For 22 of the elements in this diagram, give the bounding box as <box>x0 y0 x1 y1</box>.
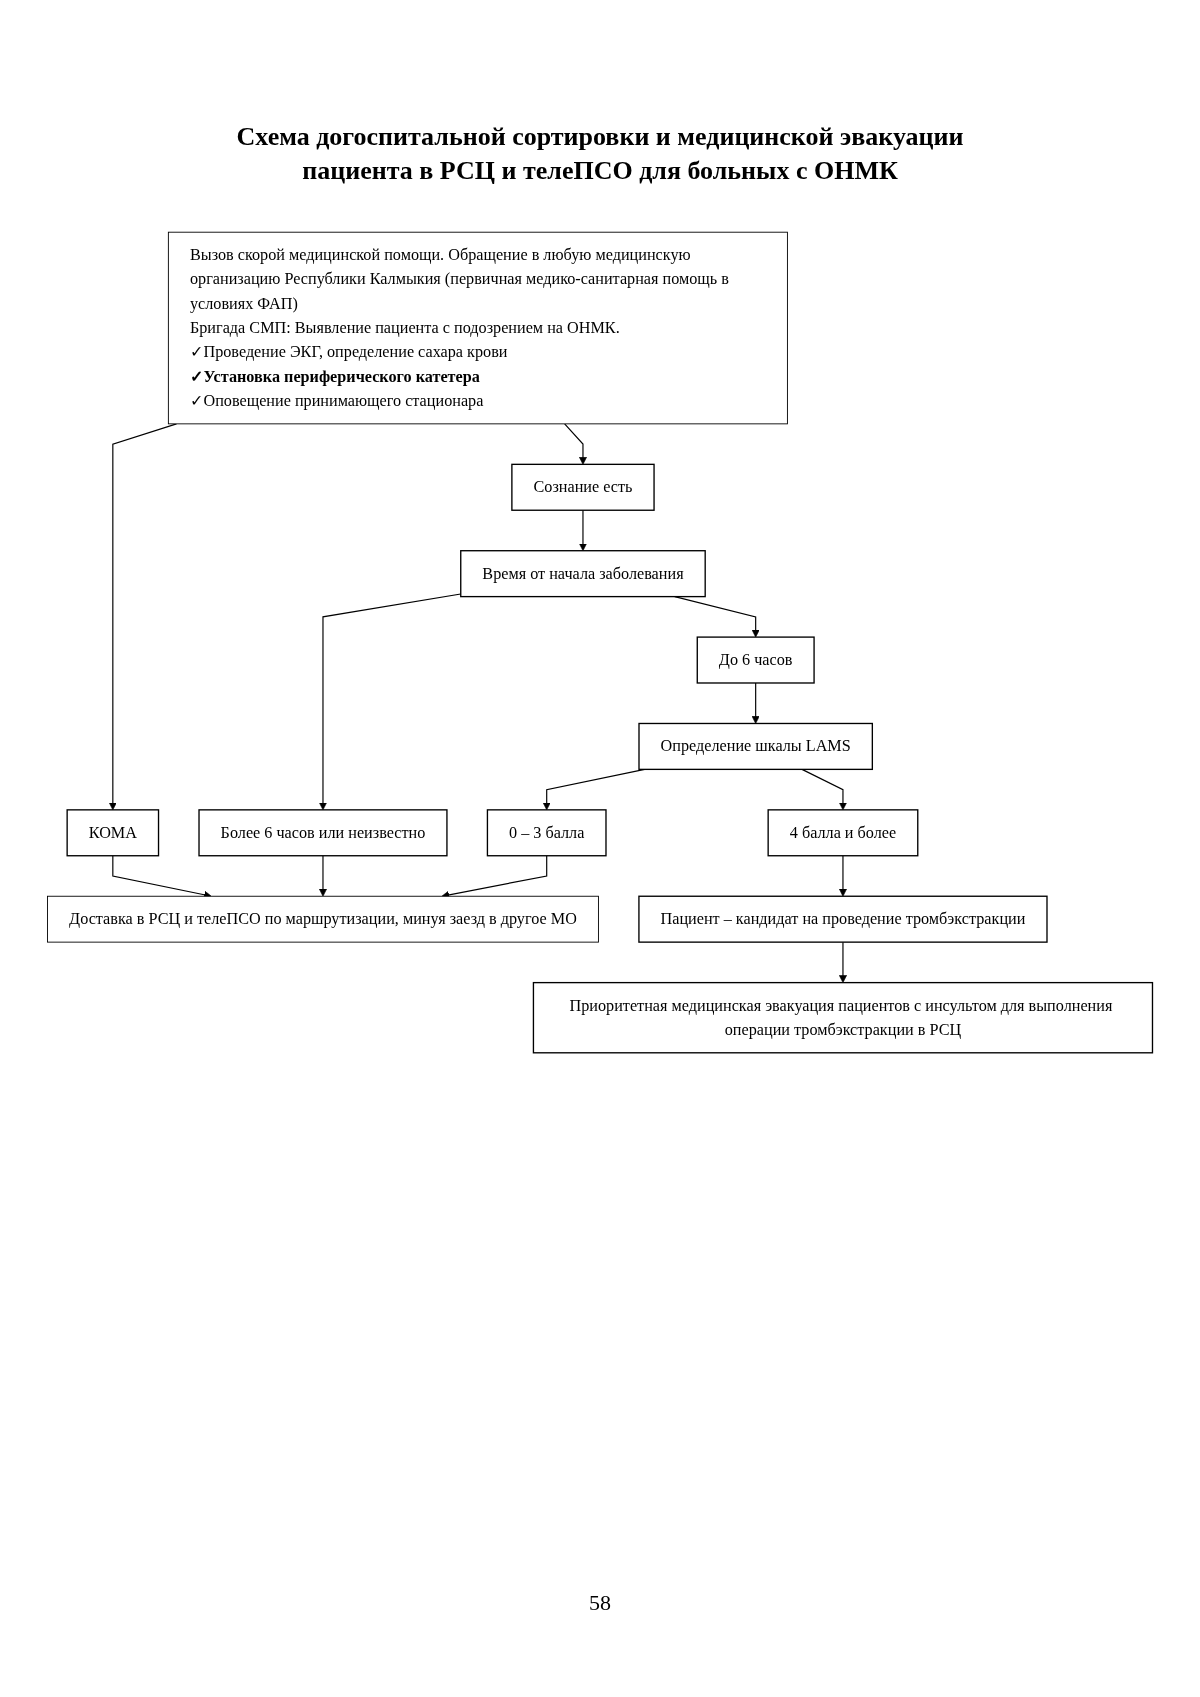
node-box: Вызов скорой медицинской помощи. Обращение в любую медицинскую организацию Республики Калмыкия (первичная медико-санитарная помощь в условиях ФАП) Бригада СМП: Выявление пациента с подозрением на ОНМК. ✓Проведение ЭКГ, определение сахара крови ✓Установка периферического катетера ✓Оповещение принимающего стационара <box>167 231 788 425</box>
arrow <box>579 509 587 552</box>
node-box: Сознание есть <box>511 463 655 511</box>
page-number: 58 <box>589 1590 611 1616</box>
node-box: Более 6 часов или неизвестно <box>198 809 448 857</box>
arrow <box>751 682 760 724</box>
node-box: Время от начала заболевания <box>460 550 706 598</box>
node-box: 0 – 3 балла <box>486 809 607 857</box>
node-box: Пациент – кандидат на проведение тромбэкстракции <box>638 895 1048 943</box>
node-box: До 6 часов <box>696 636 815 684</box>
node-box: Доставка в РСЦ и телеПСО по маршрутизации, минуя заезд в другое МО <box>47 895 599 943</box>
node-box: Приоритетная медицинская эвакуация пациентов с инсультом для выполнения операции тромбэкстракции в РСЦ <box>532 981 1154 1054</box>
arrow <box>319 593 462 811</box>
title: Схема догоспитальной сортировки и медицинской эвакуации пациента в РСЦ и телеПСО для больных с ОНМК <box>235 121 965 187</box>
arrow <box>839 855 847 897</box>
arrow <box>564 423 587 465</box>
arrow <box>839 941 847 983</box>
node-box: 4 балла и более <box>767 809 919 857</box>
node-box: Определение шкалы LAMS <box>638 722 873 771</box>
arrow <box>801 768 847 811</box>
arrow <box>319 855 327 897</box>
node-box: КОМА <box>66 809 160 857</box>
